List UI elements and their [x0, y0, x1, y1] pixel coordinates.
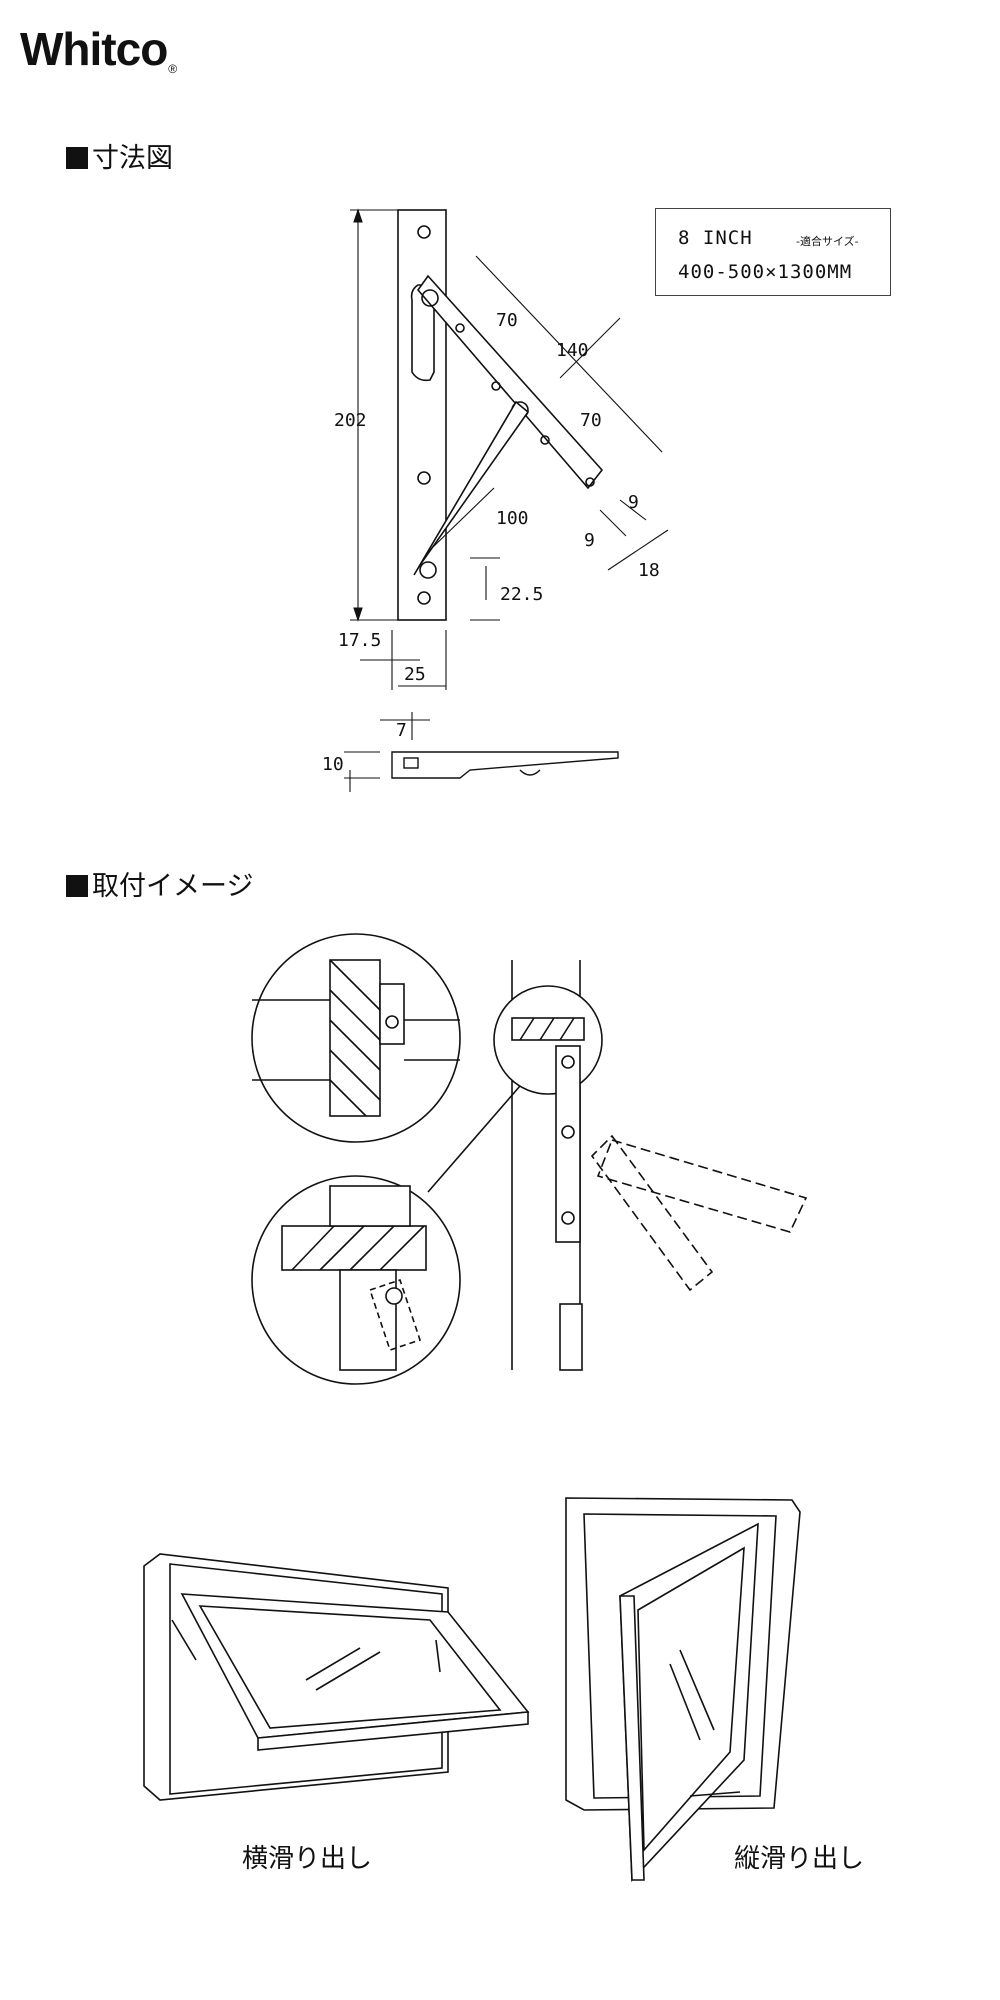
section-title-mounting: 取付イメージ — [66, 864, 253, 903]
dim-9b: 9 — [584, 530, 595, 551]
spec-box: 8 INCH -適合サイズ- 400-500×1300MM — [655, 208, 891, 296]
dim-202: 202 — [334, 410, 367, 431]
dim-17-5: 17.5 — [338, 630, 381, 651]
caption-horizontal: 横滑り出し — [242, 1844, 373, 1874]
dim-22-5: 22.5 — [500, 584, 543, 605]
brand-logo: Whitco® — [20, 22, 177, 76]
screw-hole — [417, 471, 431, 485]
mounting-diagram — [251, 933, 808, 1385]
vertical-window-illustration — [565, 1497, 801, 1882]
caption-vertical: 縦滑り出し — [734, 1844, 865, 1874]
dim-70a: 70 — [496, 310, 518, 331]
square-bullet-icon — [66, 875, 88, 897]
dim-25: 25 — [404, 664, 426, 685]
spec-fit-label: -適合サイズ- — [796, 235, 859, 248]
section-title-dimensions: 寸法図 — [66, 136, 173, 175]
screw-hole — [417, 225, 431, 239]
registered-mark: ® — [168, 62, 177, 76]
screw-hole — [417, 591, 431, 605]
dim-7: 7 — [396, 720, 407, 741]
spec-size: 8 INCH — [678, 227, 753, 249]
dim-18: 18 — [638, 560, 660, 581]
brand-name: Whitco — [20, 23, 168, 75]
spec-dims: 400-500×1300MM — [678, 261, 853, 283]
dim-70b: 70 — [580, 410, 602, 431]
dim-140: 140 — [556, 340, 589, 361]
short-arm — [413, 400, 530, 576]
dim-100: 100 — [496, 508, 529, 529]
dim-9a: 9 — [628, 492, 639, 513]
horizontal-window-illustration — [143, 1553, 530, 1801]
square-bullet-icon — [66, 147, 88, 169]
stay-base-bar — [397, 209, 447, 621]
dim-10: 10 — [322, 754, 344, 775]
pivot-hole — [421, 289, 439, 307]
